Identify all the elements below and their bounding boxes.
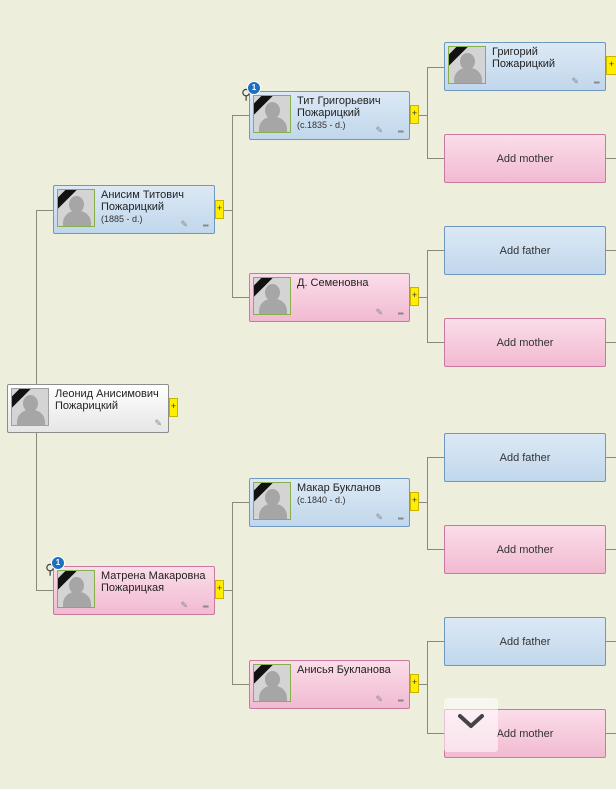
- person-name: Тит Григорьевич Пожарицкий: [297, 95, 381, 119]
- family-tree-icon[interactable]: ▪▪▪: [397, 696, 403, 705]
- connector-line: [606, 158, 616, 159]
- person-name: Григорий Пожарицкий: [492, 46, 556, 70]
- person-photo-placeholder: [253, 95, 291, 133]
- family-tree-icon[interactable]: ▪▪▪: [397, 127, 403, 136]
- person-photo-placeholder: [253, 482, 291, 520]
- pencil-icon[interactable]: ✎: [375, 125, 383, 135]
- connector-line: [232, 684, 249, 685]
- person-name: Макар Букланов: [297, 482, 381, 494]
- connector-line: [606, 342, 616, 343]
- connector-line: [606, 733, 616, 734]
- connector-line: [232, 115, 233, 298]
- add-mother-button[interactable]: Add mother: [444, 318, 606, 367]
- person-card-great-grandfather[interactable]: Григорий Пожарицкий ✎ ▪▪▪: [444, 42, 606, 91]
- person-card-paternal-grandfather[interactable]: Тит Григорьевич Пожарицкий(c.1835 - d.) …: [249, 91, 410, 140]
- connector-line: [427, 250, 428, 343]
- pencil-icon[interactable]: ✎: [375, 512, 383, 522]
- connector-line: [427, 641, 444, 642]
- person-name: Леонид Анисимович Пожарицкий: [55, 388, 159, 412]
- expand-button[interactable]: +: [410, 105, 419, 124]
- pencil-icon[interactable]: ✎: [375, 307, 383, 317]
- family-tree-icon[interactable]: ▪▪▪: [202, 221, 208, 230]
- add-father-button[interactable]: Add father: [444, 226, 606, 275]
- add-father-button[interactable]: Add father: [444, 617, 606, 666]
- connector-line: [427, 733, 444, 734]
- person-photo-placeholder: [57, 570, 95, 608]
- expand-button[interactable]: +: [410, 674, 419, 693]
- add-father-button[interactable]: Add father: [444, 433, 606, 482]
- connector-line: [232, 502, 233, 685]
- connector-line: [427, 67, 444, 68]
- person-photo-placeholder: [253, 664, 291, 702]
- expand-button[interactable]: +: [215, 580, 224, 599]
- hint-count-badge: 1: [247, 81, 261, 95]
- person-name: Анисим Титович Пожарицкий: [101, 189, 184, 213]
- connector-line: [427, 549, 444, 550]
- person-card-maternal-grandfather[interactable]: Макар Букланов(c.1840 - d.) ✎ ▪▪▪: [249, 478, 410, 527]
- connector-line: [232, 502, 249, 503]
- person-dates: (1885 - d.): [101, 214, 143, 224]
- add-mother-button[interactable]: Add mother: [444, 525, 606, 574]
- person-dates: (c.1840 - d.): [297, 495, 346, 505]
- person-card-mother[interactable]: Матрена Макаровна Пожарицкая ✎ ▪▪▪: [53, 566, 215, 615]
- person-card-paternal-grandmother[interactable]: Д. Семеновна ✎ ▪▪▪: [249, 273, 410, 322]
- person-card-root[interactable]: Леонид Анисимович Пожарицкий ✎: [7, 384, 169, 433]
- pencil-icon[interactable]: ✎: [154, 418, 162, 428]
- expand-button[interactable]: +: [169, 398, 178, 417]
- family-tree-icon[interactable]: ▪▪▪: [397, 309, 403, 318]
- family-tree-icon[interactable]: ▪▪▪: [397, 514, 403, 523]
- expand-button[interactable]: +: [215, 200, 224, 219]
- connector-line: [427, 342, 444, 343]
- pencil-icon[interactable]: ✎: [180, 219, 188, 229]
- family-tree-icon[interactable]: ▪▪▪: [593, 78, 599, 87]
- person-photo-placeholder: [253, 277, 291, 315]
- chevron-down-icon: [458, 714, 484, 728]
- pencil-icon[interactable]: ✎: [571, 76, 579, 86]
- connector-line: [427, 67, 428, 159]
- pencil-icon[interactable]: ✎: [180, 600, 188, 610]
- connector-line: [427, 641, 428, 734]
- magnifier-hint-icon[interactable]: ⚲1: [240, 81, 261, 102]
- person-name: Д. Семеновна: [297, 277, 369, 289]
- person-name: Матрена Макаровна Пожарицкая: [101, 570, 206, 594]
- connector-line: [36, 590, 54, 591]
- add-mother-button[interactable]: Add mother: [444, 134, 606, 183]
- person-card-maternal-grandmother[interactable]: Анисья Букланова ✎ ▪▪▪: [249, 660, 410, 709]
- hint-count-badge: 1: [51, 556, 65, 570]
- person-photo-placeholder: [57, 189, 95, 227]
- connector-line: [606, 457, 616, 458]
- connector-line: [36, 210, 54, 211]
- expand-button[interactable]: +: [606, 56, 616, 75]
- expand-button[interactable]: +: [410, 492, 419, 511]
- pencil-icon[interactable]: ✎: [375, 694, 383, 704]
- connector-line: [427, 457, 428, 550]
- connector-line: [606, 549, 616, 550]
- connector-line: [232, 115, 249, 116]
- person-photo-placeholder: [448, 46, 486, 84]
- connector-line: [232, 297, 249, 298]
- person-card-father[interactable]: Анисим Титович Пожарицкий(1885 - d.) ✎ ▪…: [53, 185, 215, 234]
- person-dates: (c.1835 - d.): [297, 120, 346, 130]
- scroll-down-button[interactable]: [444, 698, 498, 752]
- expand-button[interactable]: +: [410, 287, 419, 306]
- magnifier-hint-icon[interactable]: ⚲1: [44, 556, 65, 577]
- connector-line: [606, 641, 616, 642]
- connector-line: [427, 250, 444, 251]
- person-name: Анисья Букланова: [297, 664, 391, 676]
- connector-line: [606, 250, 616, 251]
- person-photo-placeholder: [11, 388, 49, 426]
- family-tree-icon[interactable]: ▪▪▪: [202, 602, 208, 611]
- connector-line: [427, 158, 444, 159]
- connector-line: [427, 457, 444, 458]
